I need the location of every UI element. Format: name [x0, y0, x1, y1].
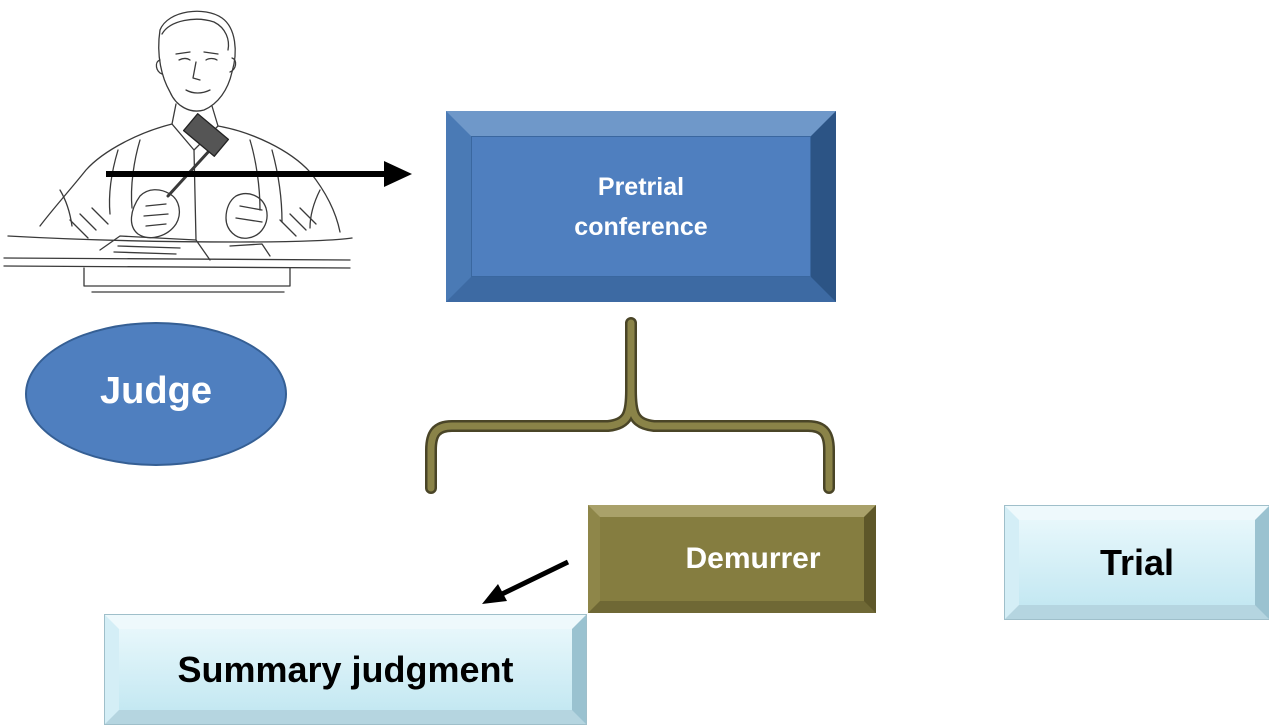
- summary-judgment-box: Summary judgment: [104, 614, 587, 725]
- demurrer-box: Demurrer: [588, 505, 876, 613]
- judge-ellipse: Judge: [25, 322, 287, 466]
- demurrer-to-summary-arrow: [482, 559, 570, 604]
- judge-to-pretrial-arrow: [106, 161, 412, 187]
- trial-box: Trial: [1004, 505, 1269, 620]
- pretrial-label-line1: Pretrial: [597, 172, 685, 201]
- summary-judgment-label: Summary judgment: [177, 648, 514, 690]
- outcome-bracket: [425, 317, 835, 494]
- demurrer-label: Demurrer: [685, 542, 821, 575]
- pretrial-conference-box: Pretrial conference: [446, 111, 836, 302]
- judge-label: Judge: [100, 369, 212, 412]
- pretrial-label-line2: conference: [574, 212, 708, 241]
- trial-label: Trial: [1099, 541, 1175, 583]
